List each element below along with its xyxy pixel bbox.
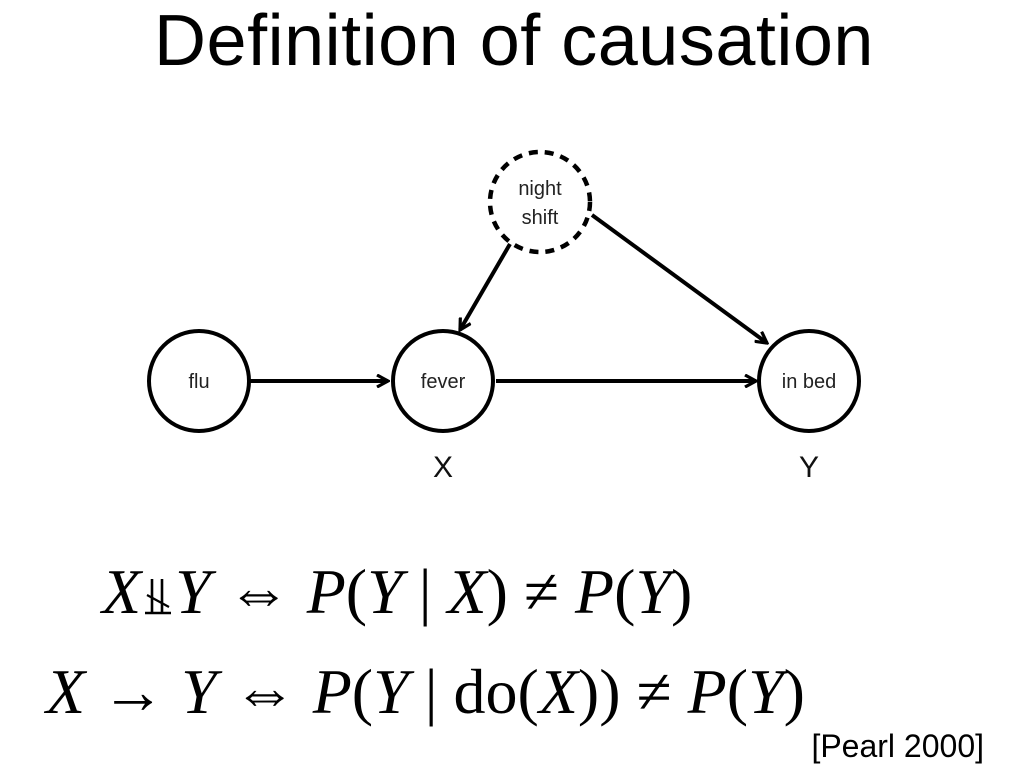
eq2-close2: ) bbox=[783, 656, 805, 727]
node-in-bed-label: in bed bbox=[782, 371, 837, 393]
eq1-close2: ) bbox=[671, 556, 693, 627]
eq2-arrow: → bbox=[101, 656, 166, 727]
eq2-bar: | bbox=[408, 656, 454, 727]
eq2-iff: ⇔ bbox=[232, 656, 297, 727]
eq2-close-do: )) bbox=[577, 656, 621, 727]
edge-nightshift-fever bbox=[458, 242, 512, 330]
eq2-p2: P bbox=[687, 656, 727, 727]
node-in-bed bbox=[757, 329, 861, 433]
node-fever-label: fever bbox=[421, 371, 466, 393]
eq2-lhs-x: X bbox=[46, 656, 86, 727]
eq1-x1: X bbox=[447, 556, 487, 627]
eq1-close1: ) bbox=[486, 556, 508, 627]
eq1-open2: ( bbox=[614, 556, 636, 627]
eq2-y2: Y bbox=[748, 656, 784, 727]
variable-x-label: X bbox=[433, 451, 453, 484]
variable-y-label: Y bbox=[799, 451, 819, 484]
eq2-p1: P bbox=[312, 656, 352, 727]
node-flu-label: flu bbox=[188, 371, 209, 393]
slide-title: Definition of causation bbox=[154, 1, 874, 81]
eq2-y1: Y bbox=[373, 656, 409, 727]
eq1-iff: ⇔ bbox=[226, 556, 291, 627]
node-night-shift-label-line1: night bbox=[518, 178, 562, 200]
not-independent-icon bbox=[143, 573, 173, 617]
node-night-shift-label-line2: shift bbox=[522, 207, 559, 229]
eq1-lhs-x: X bbox=[102, 556, 142, 627]
eq1-p2: P bbox=[575, 556, 615, 627]
eq2-open-do: ( bbox=[517, 656, 539, 727]
node-night-shift bbox=[487, 149, 593, 255]
eq2-x1: X bbox=[538, 656, 578, 727]
node-fever bbox=[391, 329, 495, 433]
eq1-neq: ≠ bbox=[523, 556, 560, 627]
eq1-lhs-y: Y bbox=[175, 556, 211, 627]
citation: [Pearl 2000] bbox=[811, 728, 984, 764]
eq1-open1: ( bbox=[345, 556, 368, 627]
eq1-y2: Y bbox=[635, 556, 672, 627]
edge-nightshift-inbed bbox=[590, 213, 767, 343]
eq2-open1: ( bbox=[351, 656, 374, 727]
node-flu bbox=[147, 329, 251, 433]
eq2-lhs-y: Y bbox=[181, 656, 217, 727]
eq1-bar: | bbox=[402, 556, 448, 627]
eq2-neq: ≠ bbox=[636, 656, 672, 727]
eq1-p1: P bbox=[306, 556, 346, 627]
eq2-do: do bbox=[453, 656, 518, 727]
eq1-y1: Y bbox=[367, 556, 403, 627]
equation-causation: X → Y ⇔ P(Y | do(X)) ≠ P(Y) bbox=[46, 660, 805, 724]
eq2-open2: ( bbox=[726, 656, 749, 727]
